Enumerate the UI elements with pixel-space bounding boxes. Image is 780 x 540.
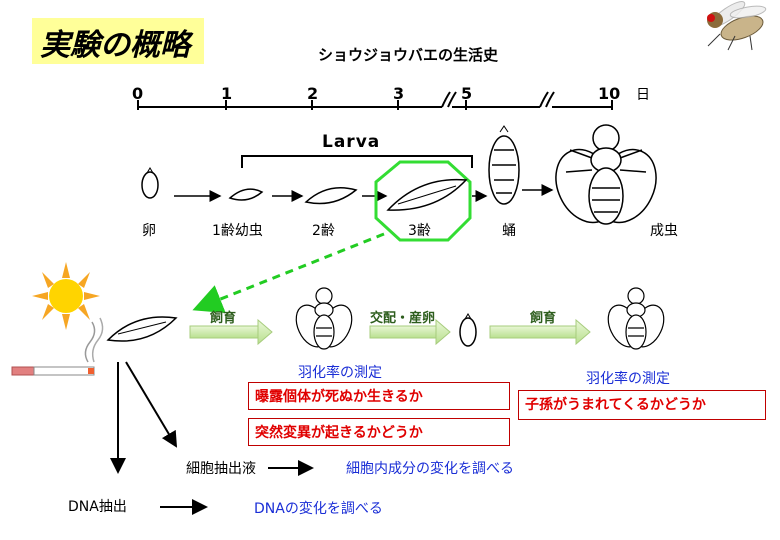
cell-extract-label: 細胞抽出液 (186, 461, 256, 477)
tick-label: 2 (307, 84, 319, 103)
tick-label: 3 (393, 84, 405, 103)
sun-icon (32, 262, 100, 330)
pupa-icon (488, 125, 520, 205)
stage-label-instar-2: 2齢 (312, 223, 335, 239)
cigarette-icon (11, 317, 104, 376)
stage-label-instar-1: 1齢幼虫 (212, 223, 263, 239)
timeline-axis (137, 91, 613, 110)
rearing-label-1: 飼育 (210, 311, 237, 326)
stage-label-adult: 成虫 (650, 223, 678, 239)
tick-label: 1 (221, 84, 233, 103)
larva-2-icon (304, 187, 358, 205)
survival-question-box: 曝露個体が死ぬか生きるか (248, 382, 510, 410)
offspring-fly-icon (607, 287, 665, 350)
rearing-arrow-2 (489, 318, 591, 346)
mutation-question-box: 突然変異が起きるかどうか (248, 418, 510, 446)
selection-arrow (192, 232, 385, 314)
stage-label-instar-3: 3齢 (408, 223, 431, 239)
larva-bracket (241, 155, 473, 168)
emerged-fly-icon (295, 287, 353, 350)
rearing-arrow-1 (189, 318, 273, 346)
dna-extract-label: DNA抽出 (68, 499, 127, 515)
tick-label: 0 (132, 84, 144, 103)
rearing-label-2: 飼育 (530, 311, 557, 326)
adult-fly-icon (555, 124, 657, 225)
larva-1-icon (228, 188, 264, 201)
tick-label: 10 (598, 84, 621, 103)
dna-extract-result: DNAの変化を調べる (254, 501, 383, 517)
emergence-rate-label-2: 羽化率の測定 (586, 371, 670, 387)
title-highlight (32, 18, 204, 64)
stage-label-pupa: 蛹 (502, 223, 516, 239)
third-instar-highlight (374, 160, 472, 242)
mating-arrow (369, 318, 451, 346)
larva-label: Larva (322, 132, 381, 152)
extract-arrow-diagonal (125, 361, 178, 448)
page-title: 実験の概略 (40, 28, 190, 63)
stage-label-egg: 卵 (142, 223, 156, 239)
timeline-unit: 日 (636, 87, 650, 103)
cell-extract-result: 細胞内成分の変化を調べる (346, 461, 514, 477)
diagram-subtitle: ショウジョウバエの生活史 (318, 46, 499, 64)
laid-egg-icon (459, 313, 477, 347)
tick-label: 5 (461, 84, 473, 103)
exposed-larva-icon (106, 316, 178, 342)
mating-label: 交配・産卵 (370, 311, 436, 326)
emergence-rate-label-1: 羽化率の測定 (298, 365, 382, 381)
egg-icon (141, 167, 159, 199)
fruit-fly-icon (707, 1, 767, 51)
offspring-question-box: 子孫がうまれてくるかどうか (518, 390, 766, 420)
